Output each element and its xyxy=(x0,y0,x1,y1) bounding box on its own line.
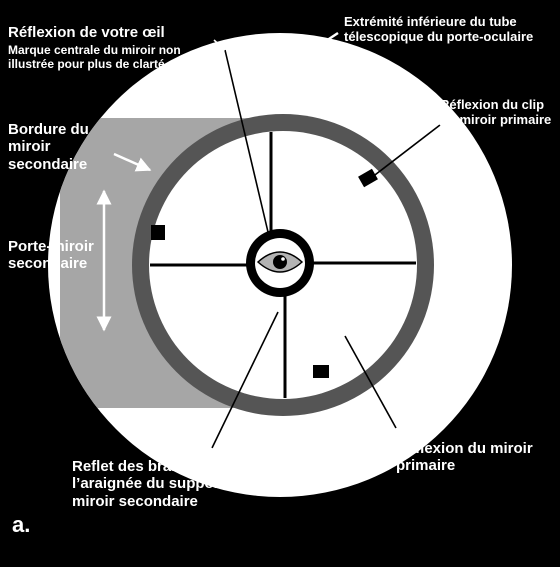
label-secondary-edge: Bordure du miroir secondaire xyxy=(8,121,89,173)
label-primary-reflection: Réflexion du miroir primaire xyxy=(396,440,533,475)
label-spider-reflection: Reflet des branches de l’araignée du sup… xyxy=(72,458,248,510)
leader-lines-outer xyxy=(208,39,447,456)
figure-letter: a. xyxy=(12,512,31,537)
tube-end-arrow xyxy=(292,31,339,64)
eye-icon xyxy=(256,251,304,273)
mirror-clip-left xyxy=(151,225,165,240)
label-tube-end: Extrémité inférieure du tube télescopiqu… xyxy=(344,14,534,44)
leader-lines xyxy=(211,49,441,449)
mirror-clip-top-right xyxy=(358,168,378,188)
label-secondary-holder: Porte-miroir secondaire xyxy=(8,238,94,273)
secondary-edge-arrow xyxy=(113,152,152,172)
mirror-clip-bottom xyxy=(313,365,329,378)
spider-vane-reflections xyxy=(150,132,416,398)
label-center-mark-note: Marque centrale du miroir non illustrée … xyxy=(8,43,181,71)
label-eye-reflection: Réflexion de votre œil xyxy=(8,24,165,41)
label-clip-reflection: Réflexion du clip du miroir primaire xyxy=(440,97,552,127)
